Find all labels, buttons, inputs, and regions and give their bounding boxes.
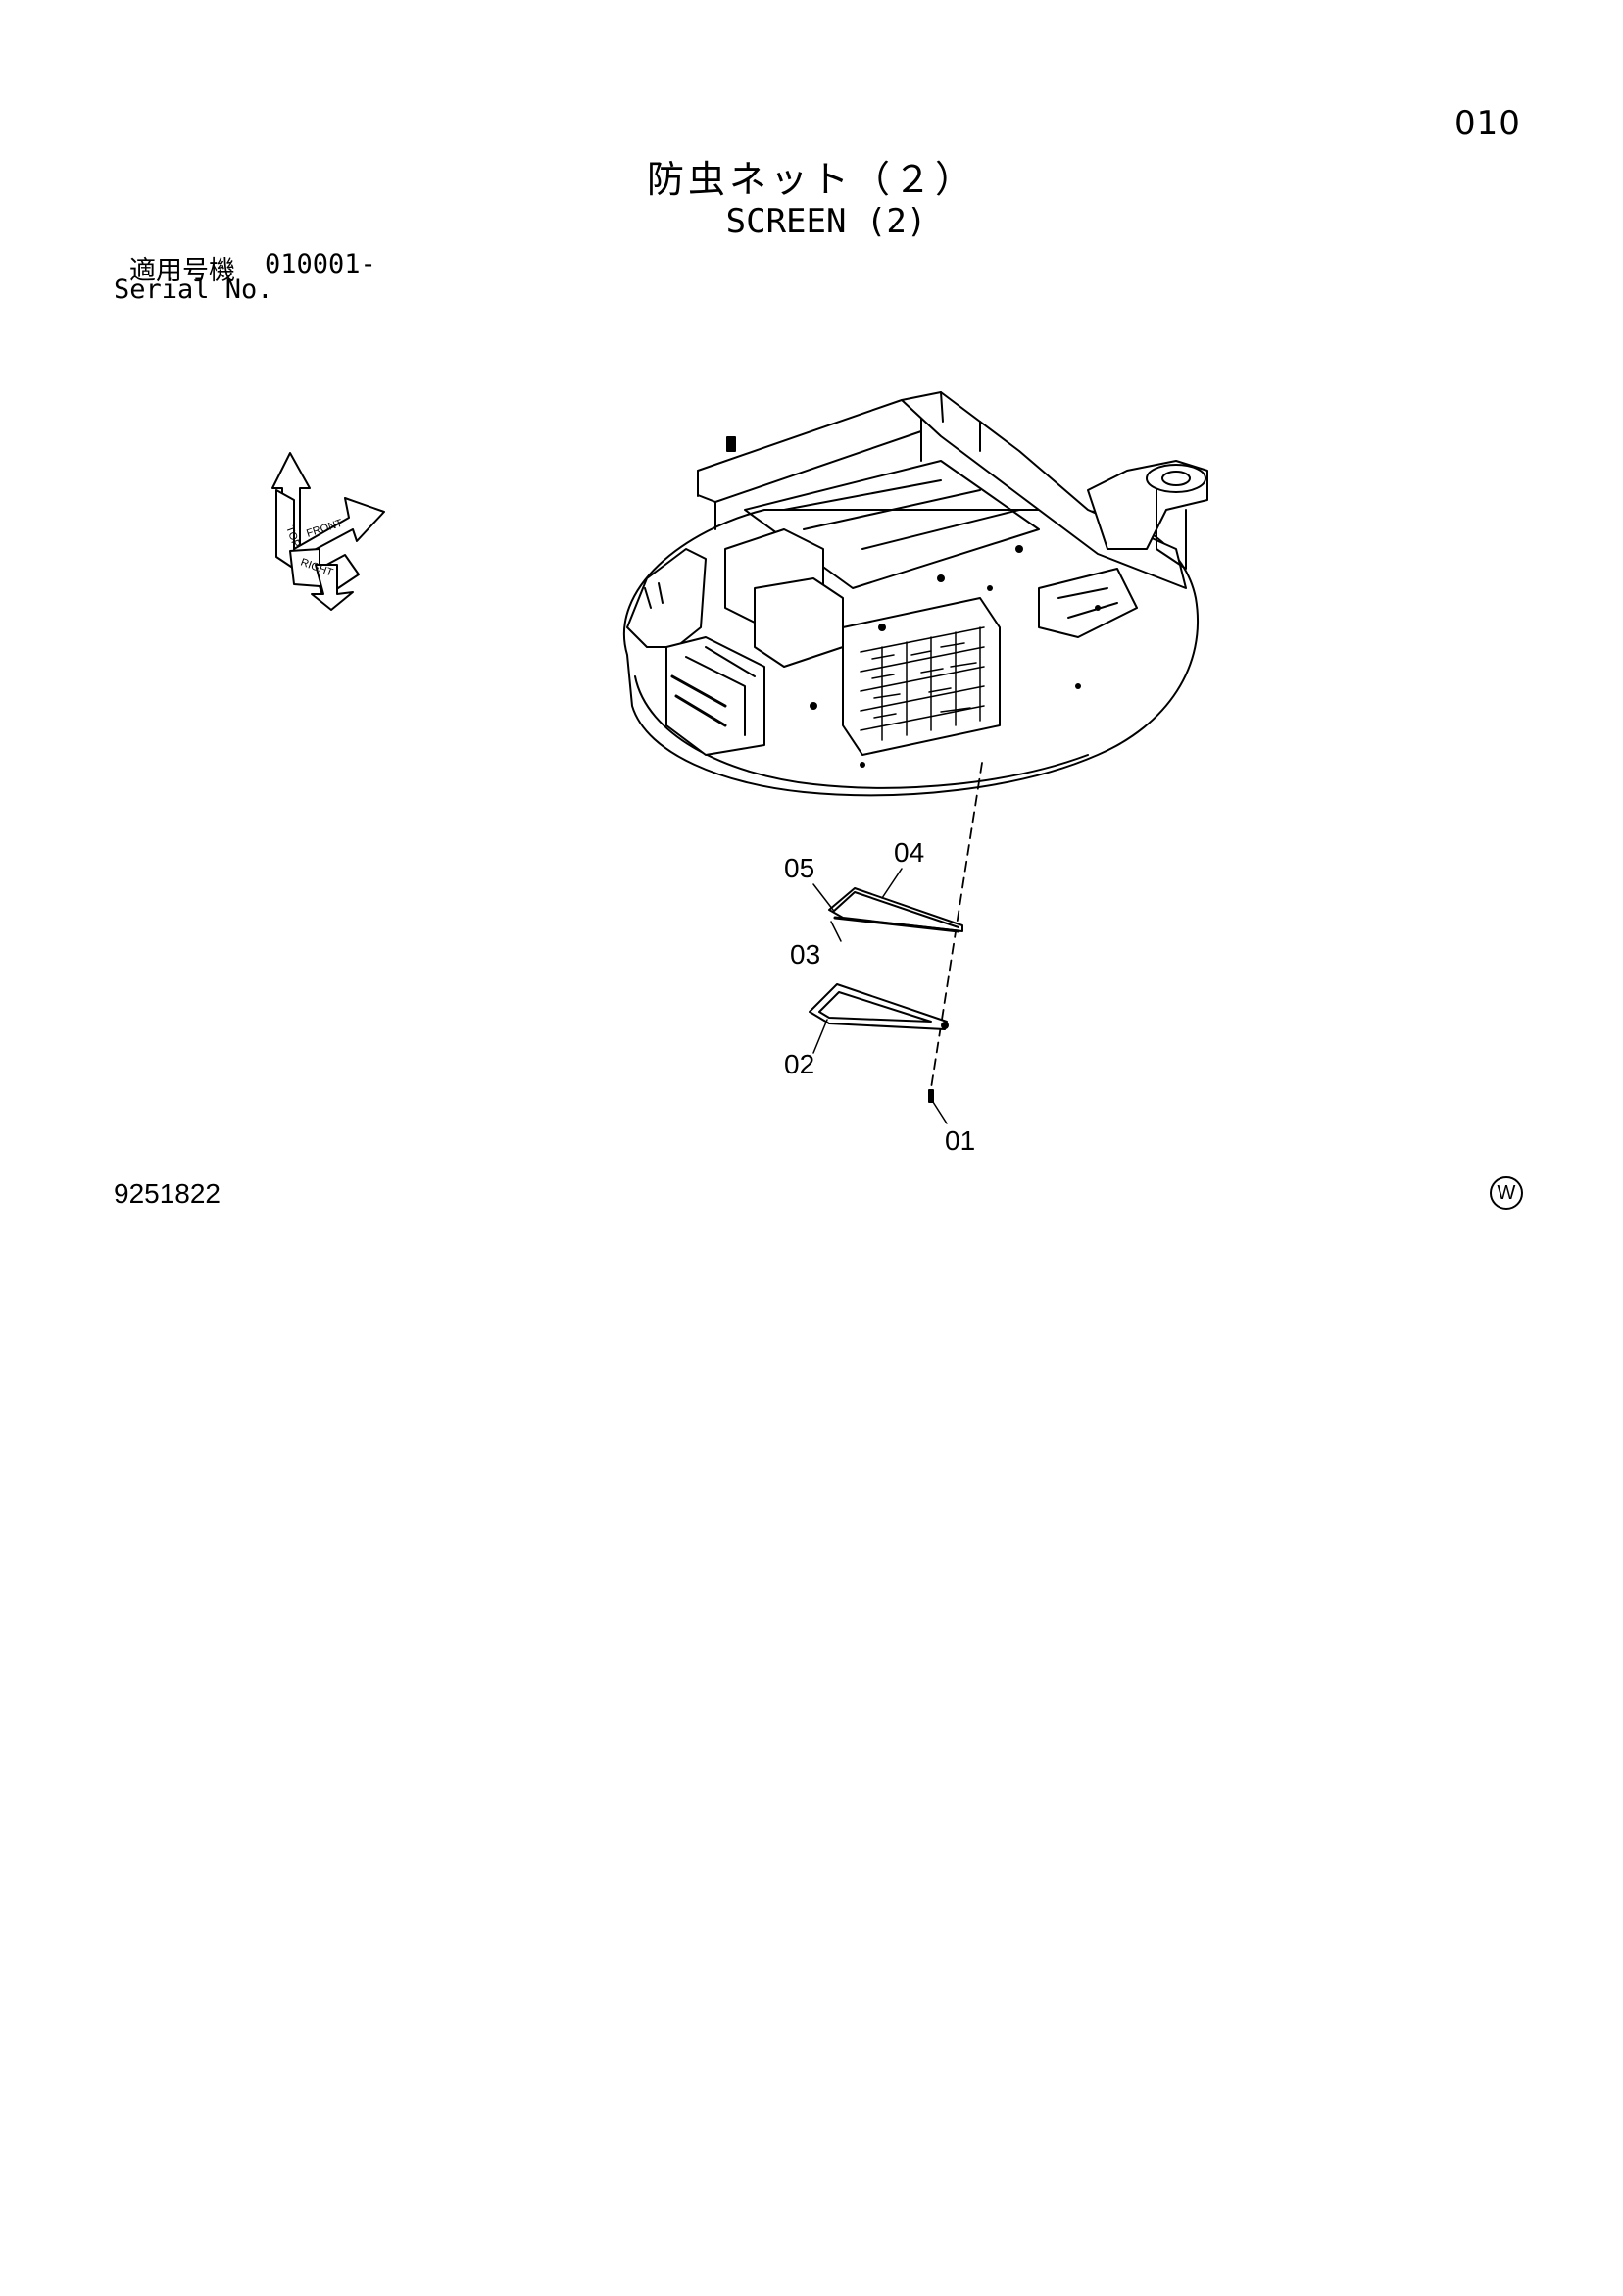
orientation-arrows-icon: TOP FRONT RIGHT: [271, 452, 385, 611]
callout-02: 02: [784, 1049, 815, 1079]
document-number: 9251822: [114, 1178, 221, 1209]
page-title-japanese: 防虫ネット（２）: [646, 158, 976, 201]
page-number: 010: [1454, 104, 1521, 143]
serial-label-english: Serial No.: [114, 275, 273, 305]
page-title-english: SCREEN (2): [725, 202, 927, 241]
screen-plate-part: [809, 983, 949, 1030]
leader-lines: [812, 868, 948, 1124]
serial-label-japanese: 適用号機: [129, 256, 235, 286]
parts-diagram: TOP FRONT RIGHT: [271, 391, 1208, 1124]
assembly-guide-line: [930, 762, 983, 1089]
screen-net-part: [828, 887, 963, 933]
callout-04: 04: [894, 837, 925, 868]
brand-mark-icon: W: [1490, 1176, 1523, 1210]
revolving-frame-drawing: [622, 391, 1208, 797]
bolt-part: [928, 1089, 934, 1103]
callout-03: 03: [790, 939, 821, 970]
serial-range: 010001-: [265, 249, 376, 279]
callout-05: 05: [784, 853, 815, 883]
callout-01: 01: [945, 1125, 976, 1156]
